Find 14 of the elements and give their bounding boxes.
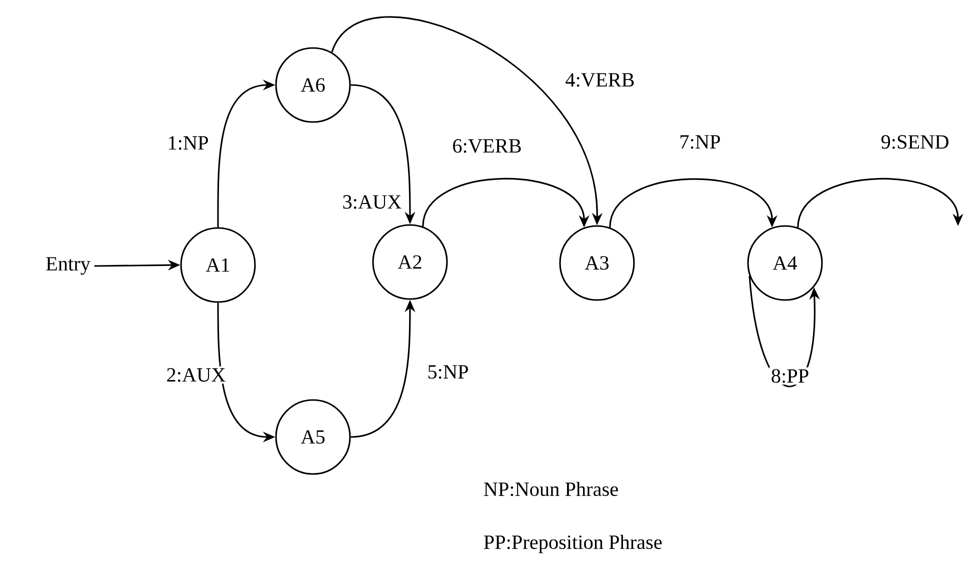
edge-label: 5:NP [425,363,471,380]
edge-label: 3:AUX [340,193,404,211]
edge-label: 6:VERB [450,137,524,155]
arrow [609,178,778,228]
entry-label: Entry [46,257,90,275]
edge-label: 8:PP [769,367,811,385]
edge-label: 7:NP [677,133,723,150]
edge-label: 2:AUX [164,366,228,384]
edge-label: 9:SEND [879,133,951,151]
arrow [797,178,964,228]
legend-note: NP:Noun Phrase [484,482,618,496]
edge-label: 4:VERB [563,71,637,89]
edge-label: 1:NP [165,134,211,152]
legend-note: PP:Preposition Phrase [484,534,662,554]
